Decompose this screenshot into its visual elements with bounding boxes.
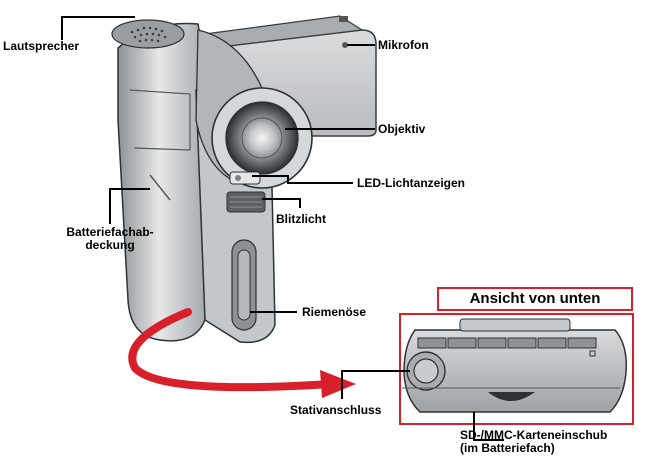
red-arrow — [128, 308, 356, 398]
label-strap: Riemenöse — [302, 305, 367, 319]
lcd-latch — [339, 16, 348, 22]
label-tripod: Stativanschluss — [290, 403, 382, 417]
callout-speaker — [61, 16, 135, 40]
led-window — [229, 171, 261, 185]
lens-inner-ring — [241, 117, 283, 159]
label-sd-slot-line1: SD-/MMC-Karteneinschub — [460, 428, 608, 442]
camcorder-illustration — [111, 15, 377, 344]
camera-body — [117, 22, 211, 342]
microphone-hole — [342, 42, 348, 48]
label-battery-cover-line2: deckung — [85, 238, 135, 252]
label-led: LED-Lichtanzeigen — [357, 176, 466, 190]
callout-lines — [61, 16, 504, 441]
bottom-view-inset — [399, 313, 634, 425]
label-battery-cover-line1: Batteriefachab- — [66, 225, 154, 239]
label-sd-slot-line2: (im Batteriefach) — [460, 441, 555, 455]
callout-tripod — [341, 370, 410, 399]
label-speaker: Lautsprecher — [3, 39, 80, 53]
callout-battery-cover — [109, 188, 150, 224]
label-lens: Objektiv — [378, 122, 426, 136]
card-slot-notch — [488, 392, 535, 401]
callout-led — [252, 175, 353, 184]
label-flash: Blitzlicht — [276, 212, 326, 226]
label-battery-cover: Batteriefachab- deckung — [60, 226, 160, 252]
callout-sd-slot — [473, 412, 504, 441]
inset-body — [403, 329, 628, 413]
label-microphone: Mikrofon — [378, 38, 429, 52]
callout-flash — [262, 198, 301, 208]
inset-title: Ansicht von unten — [437, 287, 633, 311]
label-sd-slot: SD-/MMC-Karteneinschub (im Batteriefach) — [460, 429, 607, 455]
lens-glass — [225, 101, 299, 175]
